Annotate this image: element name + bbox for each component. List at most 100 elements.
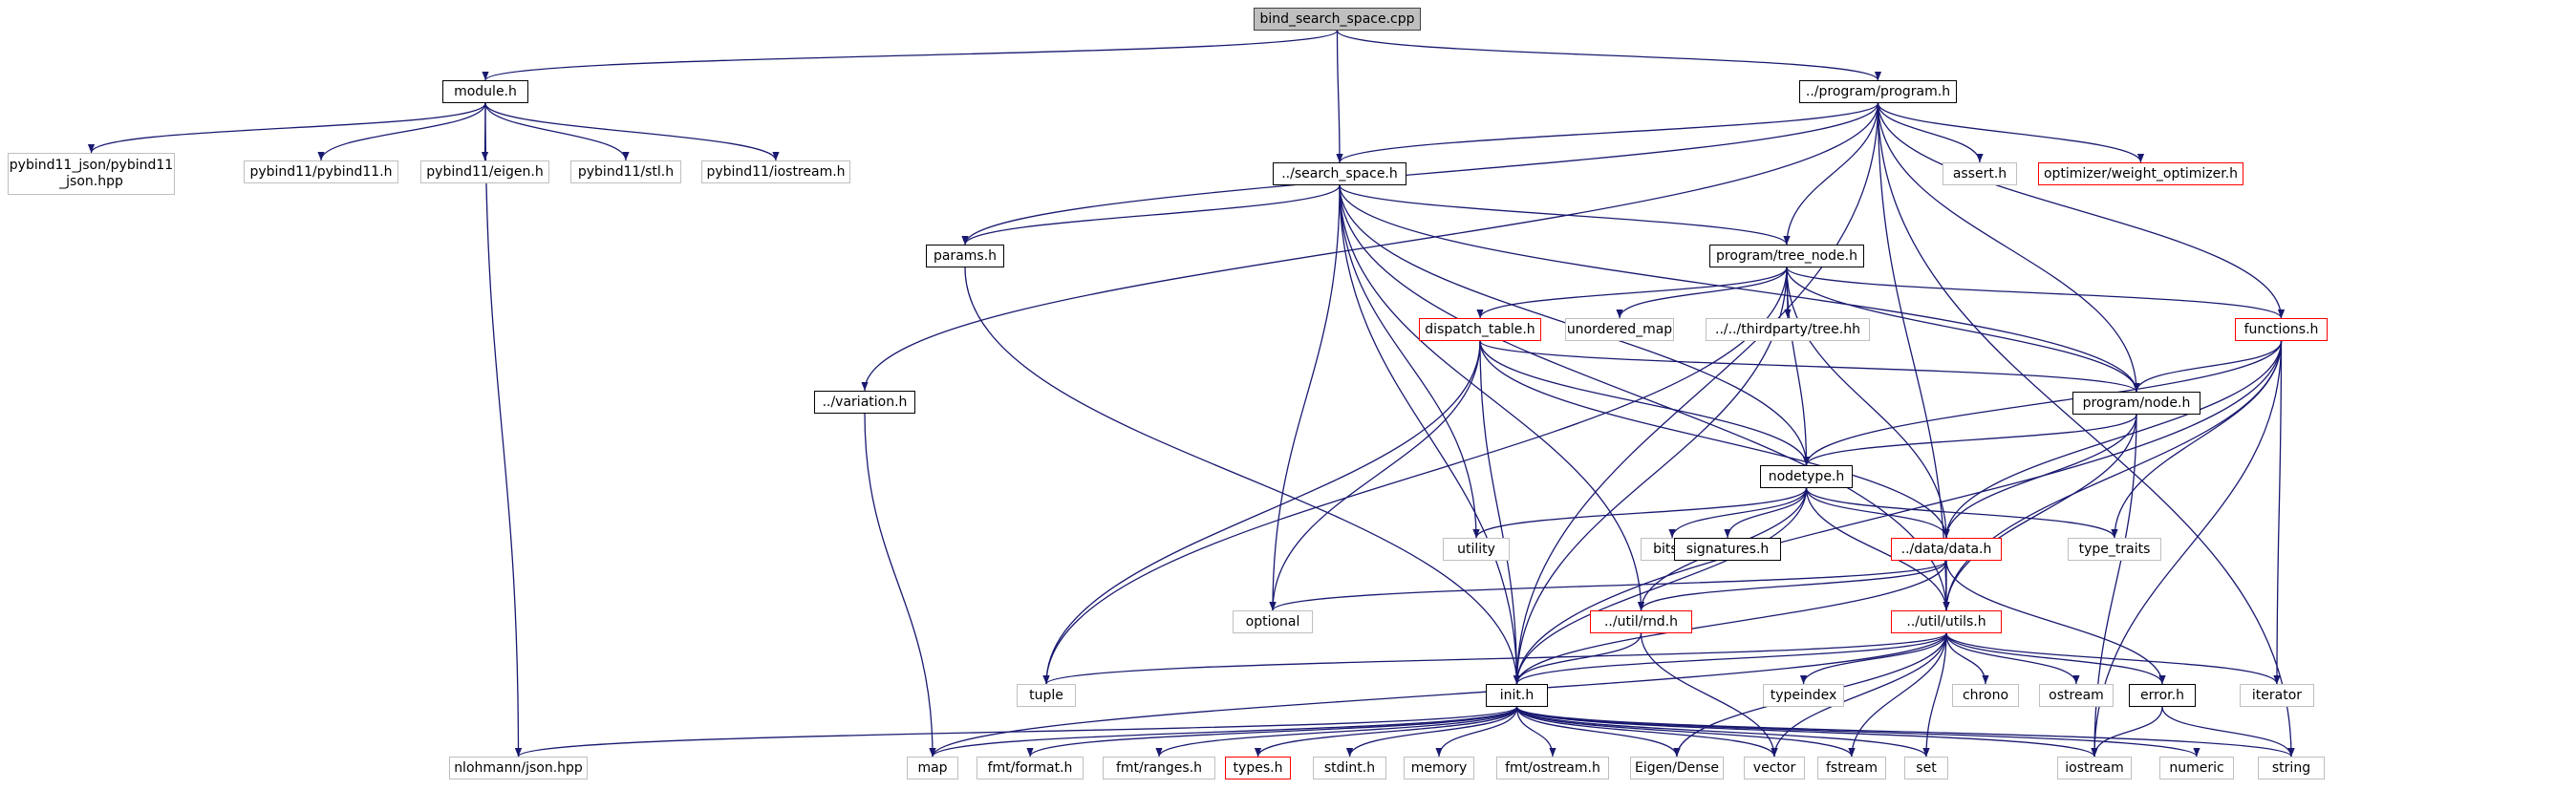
node-set: set [1904,757,1948,779]
node-params-h[interactable]: params.h [926,245,1004,267]
edge-tree-node-h-to-program-node-h [1786,267,2140,393]
node-optional: optional [1233,610,1313,633]
node-tree-node-h[interactable]: program/tree_node.h [1709,245,1864,267]
node-utility: utility [1443,538,1510,561]
edge-init-h-to-map [929,706,1518,758]
edge-tree-node-h-to-dispatch-table-h [1476,267,1788,319]
edge-util-utils-h-to-set [1922,632,1947,758]
edge-util-utils-h-to-map [929,632,1947,758]
edge-data-data-h-to-init-h [1513,560,1947,685]
edge-util-utils-h-to-typeindex [1799,632,1947,685]
node-program-program-h[interactable]: ../program/program.h [1799,80,1957,103]
edge-search-space-h-to-program-node-h [1339,184,2140,393]
edge-module-h-to-nlohmann-json [484,102,523,758]
edge-tree-node-h-to-functions-h [1786,267,2285,319]
edge-module-h-to-pybind11-stl [484,102,630,161]
node-dispatch-table-h[interactable]: dispatch_table.h [1419,318,1541,341]
edge-program-program-h-to-weight-optimizer-h [1877,102,2145,163]
node-ostream: ostream [2039,684,2114,707]
edge-program-program-h-to-search-space-h [1336,102,1879,163]
edge-util-utils-h-to-vector [1771,632,1947,758]
node-iterator: iterator [2240,684,2314,707]
node-fmt-format-h: fmt/format.h [977,757,1084,779]
node-util-rnd-h[interactable]: ../util/rnd.h [1590,610,1692,633]
edge-functions-h-to-init-h [1513,340,2283,685]
edge-bind-search-space-cpp-to-program-program-h [1336,30,1881,81]
node-numeric: numeric [2159,757,2234,779]
node-eigen-dense: Eigen/Dense [1630,757,1724,779]
edge-functions-h-to-util-utils-h [1943,340,2283,611]
node-iostream: iostream [2057,757,2132,779]
edge-dispatch-table-h-to-data-data-h [1479,340,1950,539]
edge-program-node-h-to-nodetype-h [1803,414,2137,466]
node-vector: vector [1744,757,1805,779]
edge-program-node-h-to-data-data-h [1943,414,2137,539]
edge-search-space-h-to-tree-node-h [1339,184,1791,246]
edge-init-h-to-memory [1435,706,1518,758]
edge-init-h-to-fmt-format [1026,706,1518,758]
node-types-h[interactable]: types.h [1225,757,1291,779]
edge-search-space-h-to-utility [1339,184,1480,539]
edge-util-utils-h-to-error-h [1945,632,2166,685]
node-search-space-h[interactable]: ../search_space.h [1273,162,1406,185]
edge-nodetype-h-to-data-data-h [1805,487,1950,539]
edge-search-space-h-to-params-h [961,184,1341,246]
edge-params-h-to-init-h [964,267,1521,685]
edge-program-program-h-to-assert-h [1877,102,1984,163]
edge-dispatch-table-h-to-tuple [1042,340,1481,685]
edge-program-node-h-to-util-utils-h [1943,414,2137,611]
edge-program-program-h-to-tree-node-h [1783,102,1879,246]
node-assert-h: assert.h [1943,162,2017,185]
edge-nodetype-h-to-util-utils-h [1805,487,1950,611]
node-pybind11-iostream-h: pybind11/iostream.h [701,160,850,183]
edge-init-h-to-numeric [1515,706,2200,758]
edge-data-data-h-to-util-rnd-h [1637,560,1947,611]
edge-util-utils-h-to-tuple [1042,632,1947,685]
edge-dispatch-table-h-to-nodetype-h [1479,340,1811,466]
edge-init-h-to-vector [1515,706,1778,758]
edge-util-utils-h-to-init-h [1513,632,1947,685]
edge-tree-node-h-to-data-data-h [1786,267,1950,539]
edge-util-utils-h-to-fstream [1848,632,1947,758]
node-pybind11-pybind11-h: pybind11/pybind11.h [244,160,398,183]
edge-init-h-to-string [1515,706,2295,758]
node-functions-h[interactable]: functions.h [2235,318,2328,341]
edge-program-program-h-to-string [1877,102,2295,758]
node-memory: memory [1404,757,1474,779]
node-fmt-ostream-h: fmt/ostream.h [1496,757,1609,779]
node-util-utils-h[interactable]: ../util/utils.h [1891,610,2002,633]
node-error-h[interactable]: error.h [2129,684,2196,707]
edge-init-h-to-set [1515,706,1930,758]
node-string: string [2258,757,2325,779]
edge-init-h-to-fmt-ranges [1155,706,1518,758]
node-unordered-map: unordered_map [1565,318,1674,341]
node-type-traits: type_traits [2068,538,2161,561]
node-signatures-h[interactable]: signatures.h [1674,538,1781,561]
edge-init-h-to-types-h [1254,706,1518,758]
node-weight-optimizer-h[interactable]: optimizer/weight_optimizer.h [2038,162,2243,185]
node-nodetype-h[interactable]: nodetype.h [1760,465,1853,488]
node-variation-h[interactable]: ../variation.h [814,391,915,414]
edge-search-space-h-to-optional [1269,184,1341,611]
node-pybind11-json-hpp: pybind11_json/pybind11 _json.hpp [8,153,175,195]
edge-functions-h-to-type-traits [2111,340,2283,539]
edge-nodetype-h-to-utility [1472,487,1808,539]
edge-init-h-to-nlohmann-json [515,706,1518,758]
node-program-node-h[interactable]: program/node.h [2072,392,2200,415]
edge-bind-search-space-cpp-to-module-h [482,30,1339,81]
edge-functions-h-to-iterator [2273,340,2283,685]
edge-nodetype-h-to-init-h [1513,487,1808,685]
edge-init-h-to-eigen-dense [1515,706,1681,758]
edge-error-h-to-iostream [2091,706,2163,758]
edge-error-h-to-string [2161,706,2295,758]
edge-program-program-h-to-init-h [1513,102,1879,685]
edge-data-data-h-to-optional [1269,560,1947,611]
edge-program-program-h-to-program-node-h [1877,102,2140,393]
node-init-h[interactable]: init.h [1486,684,1548,707]
node-data-data-h[interactable]: ../data/data.h [1891,538,2002,561]
edge-init-h-to-iostream [1515,706,2098,758]
node-module-h[interactable]: module.h [442,80,528,103]
edge-data-data-h-to-error-h [1945,560,2166,685]
edge-util-utils-h-to-ostream [1945,632,2080,685]
